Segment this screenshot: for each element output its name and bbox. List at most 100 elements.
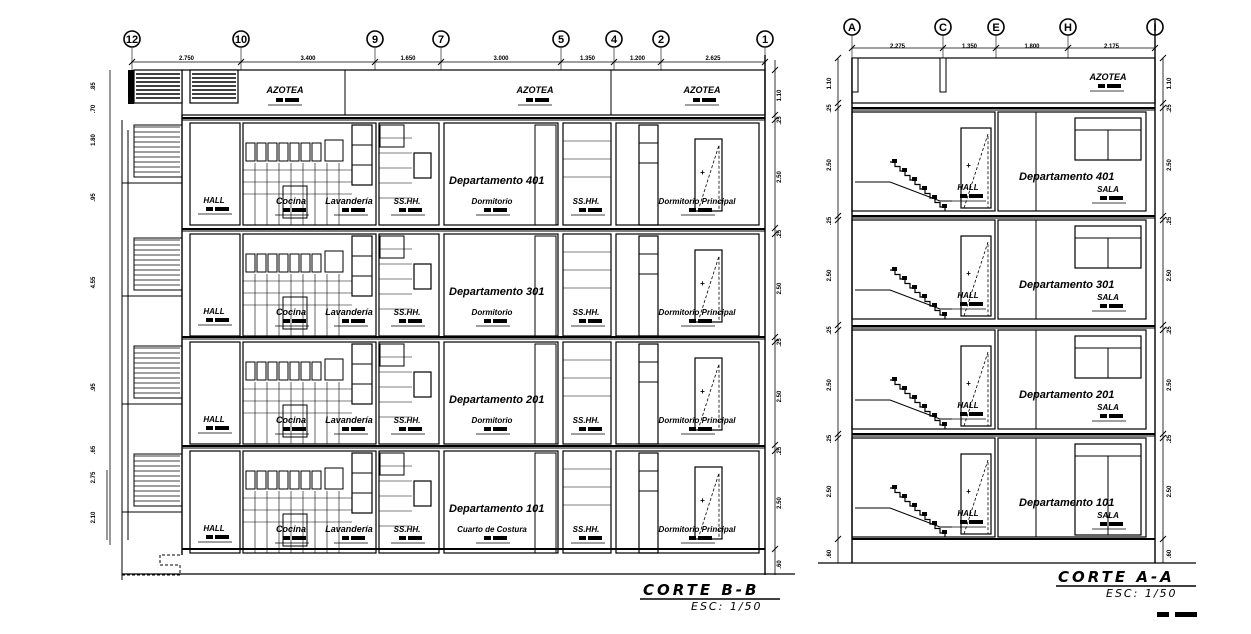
apartment-label: Departamento 401 xyxy=(449,175,544,187)
bath-tag xyxy=(399,208,406,212)
dim-tick xyxy=(834,434,842,442)
bedroom xyxy=(443,341,559,445)
span-dim: 2.275 xyxy=(890,44,906,50)
right-dim: .25 xyxy=(1167,326,1173,335)
cabinet xyxy=(311,470,322,490)
master-tag xyxy=(689,208,696,212)
kitchen-tag xyxy=(292,536,306,540)
living-tag xyxy=(1100,304,1107,308)
bath2-room xyxy=(562,122,612,226)
bedroom xyxy=(443,122,559,226)
bedroom-tag xyxy=(493,536,507,540)
axis-bubble xyxy=(987,18,1005,36)
parapet-post xyxy=(939,57,947,93)
cabinet xyxy=(256,253,267,273)
master-tag xyxy=(698,208,712,212)
facade-block xyxy=(133,345,183,399)
left-dim: .95 xyxy=(91,193,97,202)
span-dim: 1.350 xyxy=(580,56,596,62)
laundry-tag xyxy=(342,208,349,212)
dim-tick xyxy=(771,545,779,553)
kitchen-tag xyxy=(283,208,290,212)
hall-label: HALL xyxy=(957,183,978,192)
bedroom-tag xyxy=(484,208,491,212)
bath-tag xyxy=(399,319,406,323)
right-dim: .25 xyxy=(1167,216,1173,225)
kitchen-tag xyxy=(292,319,306,323)
door-handle: + xyxy=(966,379,971,388)
axis-bubble-label: C xyxy=(939,22,947,34)
roof-tag xyxy=(535,98,549,102)
bath2-tag xyxy=(588,427,602,431)
bath2-tag xyxy=(588,319,602,323)
cabinet xyxy=(256,361,267,381)
bath-tag xyxy=(399,536,406,540)
bath-tag xyxy=(408,208,422,212)
bath2-label: SS.HH. xyxy=(573,416,600,425)
axis-bubble-label: A xyxy=(848,22,856,34)
door-swing xyxy=(963,241,989,317)
dim-tick xyxy=(771,333,779,341)
span-dim: 3.400 xyxy=(300,56,316,62)
right-dim: 1.10 xyxy=(777,89,783,101)
hall-tag xyxy=(215,318,229,322)
entry-steps xyxy=(122,554,182,576)
bedroom-label: Dormitorio xyxy=(472,197,513,206)
cabinet xyxy=(289,361,300,381)
dim-tick xyxy=(834,99,842,107)
axis-bubble xyxy=(232,30,250,48)
hall-tag xyxy=(969,412,983,416)
axis-bubble-label: 5 xyxy=(558,34,564,46)
left-dim: 1.10 xyxy=(827,77,833,89)
mirror xyxy=(413,152,432,179)
stove xyxy=(282,513,308,547)
span-dim: 3.000 xyxy=(493,56,509,62)
stair-nosing xyxy=(892,267,897,271)
master-room xyxy=(615,450,760,554)
cabinet xyxy=(278,361,289,381)
stair-underside xyxy=(855,181,952,202)
living-tag xyxy=(1109,196,1123,200)
stair-nosing xyxy=(912,503,917,507)
bath2-tag xyxy=(588,536,602,540)
door xyxy=(960,235,992,317)
living-tag xyxy=(1100,196,1107,200)
right-dim: .25 xyxy=(777,338,783,347)
axis-bubble-label: 10 xyxy=(235,34,247,46)
parapet-post xyxy=(851,57,859,93)
stove xyxy=(282,296,308,330)
dim-tick xyxy=(771,66,779,74)
dim-tick xyxy=(657,58,665,66)
stair-nosing xyxy=(932,195,937,199)
bath2-label: SS.HH. xyxy=(573,308,600,317)
axis-bubble-label: H xyxy=(1064,22,1072,34)
hall-tag xyxy=(960,412,967,416)
roof-tag xyxy=(693,98,700,102)
hall-tag xyxy=(969,302,983,306)
dim-tick xyxy=(1159,430,1167,438)
span-dim: 2.750 xyxy=(179,56,195,62)
right-dim: 2.50 xyxy=(777,390,783,402)
door-swing xyxy=(963,351,989,427)
bath-label: SS.HH. xyxy=(394,416,421,425)
stair-nosing xyxy=(922,404,927,408)
wardrobe xyxy=(534,124,557,226)
dim-tick xyxy=(1159,434,1167,442)
hall-tag xyxy=(215,207,229,211)
living-room xyxy=(997,437,1147,538)
bath2-tag xyxy=(579,536,586,540)
right-dim: 2.50 xyxy=(777,497,783,509)
bath-tag xyxy=(408,319,422,323)
dim-tick xyxy=(992,44,1000,52)
left-dim: .25 xyxy=(827,326,833,335)
master-room xyxy=(615,122,760,226)
hall-tag xyxy=(960,302,967,306)
door xyxy=(960,453,992,535)
right-dim: 2.50 xyxy=(1167,379,1173,391)
cabinet xyxy=(311,142,322,162)
cabinet xyxy=(289,253,300,273)
dim-tick xyxy=(1159,54,1167,62)
axis-bubble xyxy=(934,18,952,36)
shelf xyxy=(351,343,373,405)
